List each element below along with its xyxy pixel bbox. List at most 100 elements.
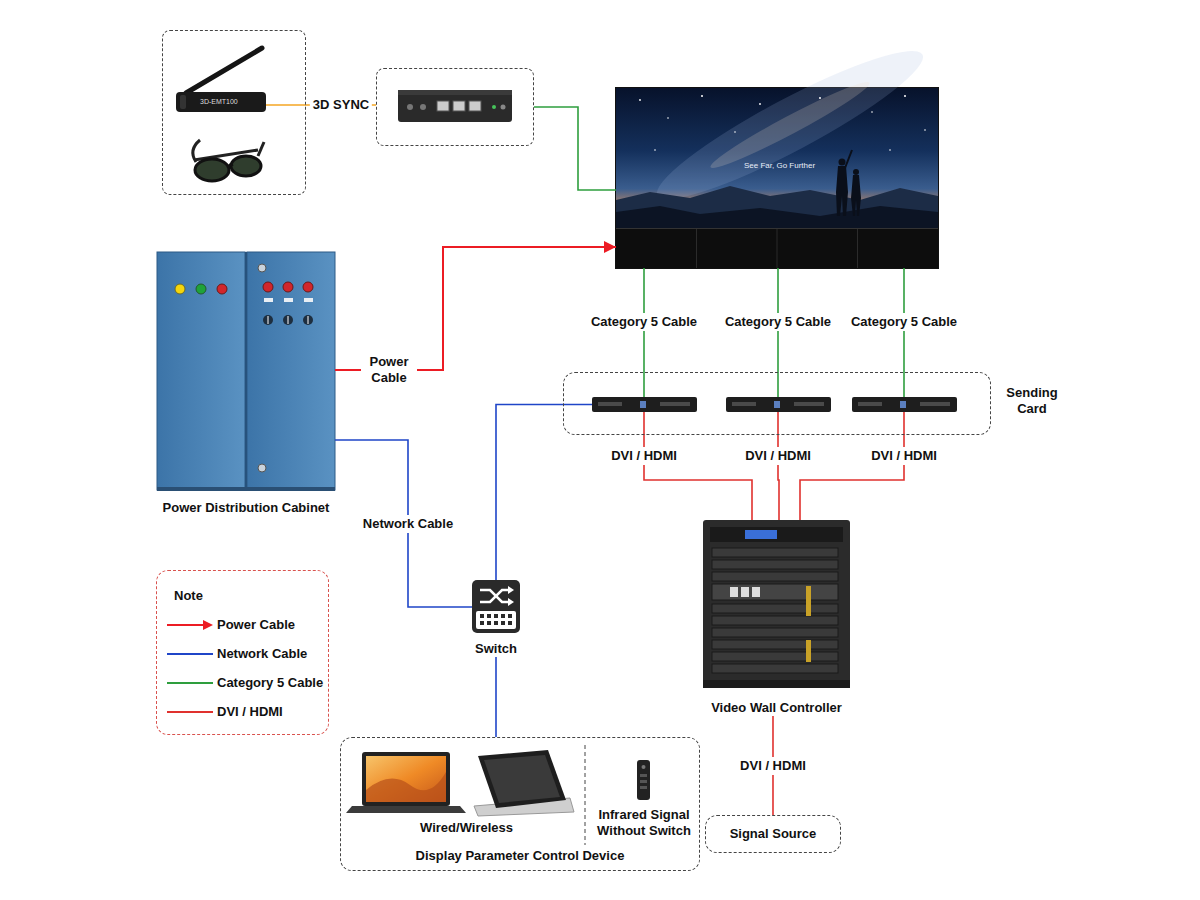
legend-text: Category 5 Cable (217, 675, 323, 691)
legend-title-holder: Note (174, 588, 203, 604)
network-switch-icon (487, 614, 491, 618)
network-switch-icon (508, 586, 514, 594)
sync-device-group (376, 68, 534, 146)
cable-connector (335, 440, 472, 607)
sending-card-pictures (640, 401, 646, 408)
video-wall-controller-picture (712, 584, 838, 600)
video-wall-controller: Video Wall Controller (703, 520, 850, 716)
cable-label: DVI / HDMI (745, 448, 811, 464)
video-wall-controller-picture (712, 604, 838, 613)
sending-card-pictures (794, 402, 824, 406)
video-wall-controller-picture (712, 652, 838, 661)
infrared-remote: Infrared Signal Without Switch (591, 752, 697, 839)
sending-card-pictures (598, 402, 622, 406)
legend-row: Power Cable (157, 610, 328, 639)
video-wall-controller-picture (703, 680, 850, 688)
emitter-glasses-group (162, 30, 306, 195)
led-screen-picture (696, 229, 697, 268)
sending-card-pictures (660, 402, 690, 406)
network-switch-icon (480, 590, 510, 602)
network-switch-icon (472, 580, 520, 633)
3d-sync-device (398, 90, 512, 95)
network-switch: Switch (472, 580, 520, 657)
3d-sync-device (407, 104, 413, 110)
node-label: Display Parameter Control Device (341, 848, 699, 864)
network-switch-icon (472, 580, 520, 633)
node-label: Sending Card (1000, 385, 1064, 417)
laptop-picture (366, 756, 446, 802)
wired-wireless-devices: Wired/Wireless (349, 744, 584, 836)
led-screen-picture (845, 150, 852, 168)
led-screen-picture (777, 229, 778, 268)
legend-title: Note (174, 588, 203, 604)
legend-text: Power Cable (217, 617, 295, 633)
led-screen-picture (615, 32, 939, 269)
3d-sync-device (453, 101, 465, 111)
3d-glasses (193, 140, 264, 181)
led-screen-picture (616, 228, 938, 229)
3d-sync-device (492, 105, 496, 109)
sending-card (852, 397, 956, 412)
device-model: 3D-EMT100 (200, 97, 238, 107)
3d-glasses (231, 156, 261, 176)
cable-label: Power Cable (364, 354, 414, 386)
power-cabinet-picture (263, 315, 273, 325)
led-screen-picture (853, 169, 859, 175)
legend-row: Network Cable (157, 639, 328, 668)
led-screen-picture (645, 32, 934, 219)
edge-label-patch: DVI / HDMI (742, 447, 814, 465)
cable-label: DVI / HDMI (740, 758, 806, 774)
cable-connector (644, 412, 752, 520)
power-cabinet-picture (283, 282, 293, 292)
sending-card-pictures (592, 397, 957, 412)
led-screen-picture (616, 186, 938, 228)
cable-label: DVI / HDMI (871, 448, 937, 464)
edge-label-patch: DVI / HDMI (737, 757, 809, 775)
power-cabinet-picture (157, 252, 335, 491)
3d-glasses (195, 159, 229, 181)
legend-line-sample (167, 706, 213, 718)
edge-label-patch: DVI / HDMI (868, 447, 940, 465)
3d-emitter (180, 95, 186, 109)
sending-card-pictures (920, 402, 950, 406)
sending-card (726, 397, 830, 412)
edge-label-patch: Category 5 Cable (848, 313, 960, 331)
tablet-picture (484, 755, 560, 803)
cable-label: Category 5 Cable (725, 314, 831, 330)
remote-control-picture (637, 760, 650, 800)
power-cabinet-picture (264, 298, 273, 302)
3d-emitter (266, 104, 306, 106)
cable-connector (534, 107, 616, 190)
power-cabinet-picture (304, 298, 313, 302)
sending-card-pictures (726, 397, 831, 412)
led-screen-picture (616, 206, 938, 228)
led-screen-picture (871, 111, 873, 113)
network-switch-icon (480, 621, 484, 625)
network-switch-icon (508, 598, 514, 606)
power-cabinet-picture (303, 315, 313, 325)
node-label: Infrared Signal Without Switch (591, 807, 697, 839)
power-cabinet-picture (303, 282, 313, 292)
cable-label: Category 5 Cable (591, 314, 697, 330)
laptop-picture (346, 752, 466, 813)
led-screen-picture (851, 175, 861, 216)
power-cabinet-picture (288, 316, 289, 324)
video-wall-controller-picture (806, 640, 811, 662)
led-screen-picture (889, 149, 891, 151)
led-screen-picture (759, 103, 761, 105)
led-screen-picture (839, 159, 846, 166)
network-switch-icon (508, 614, 512, 618)
legend-line-sample (167, 682, 213, 684)
separator-line (585, 745, 586, 845)
video-wall-controller-picture (703, 520, 850, 688)
sending-card-group: Sending Card (563, 372, 991, 435)
3d-emitter (176, 92, 266, 112)
cable-connector (800, 412, 904, 520)
power-cabinet-picture (175, 284, 185, 294)
led-screen-picture (857, 229, 858, 268)
3d-emitter (186, 48, 262, 93)
led-screen-picture (819, 97, 821, 99)
3d-sync-device (398, 90, 512, 122)
3d-sync-device (398, 90, 512, 122)
